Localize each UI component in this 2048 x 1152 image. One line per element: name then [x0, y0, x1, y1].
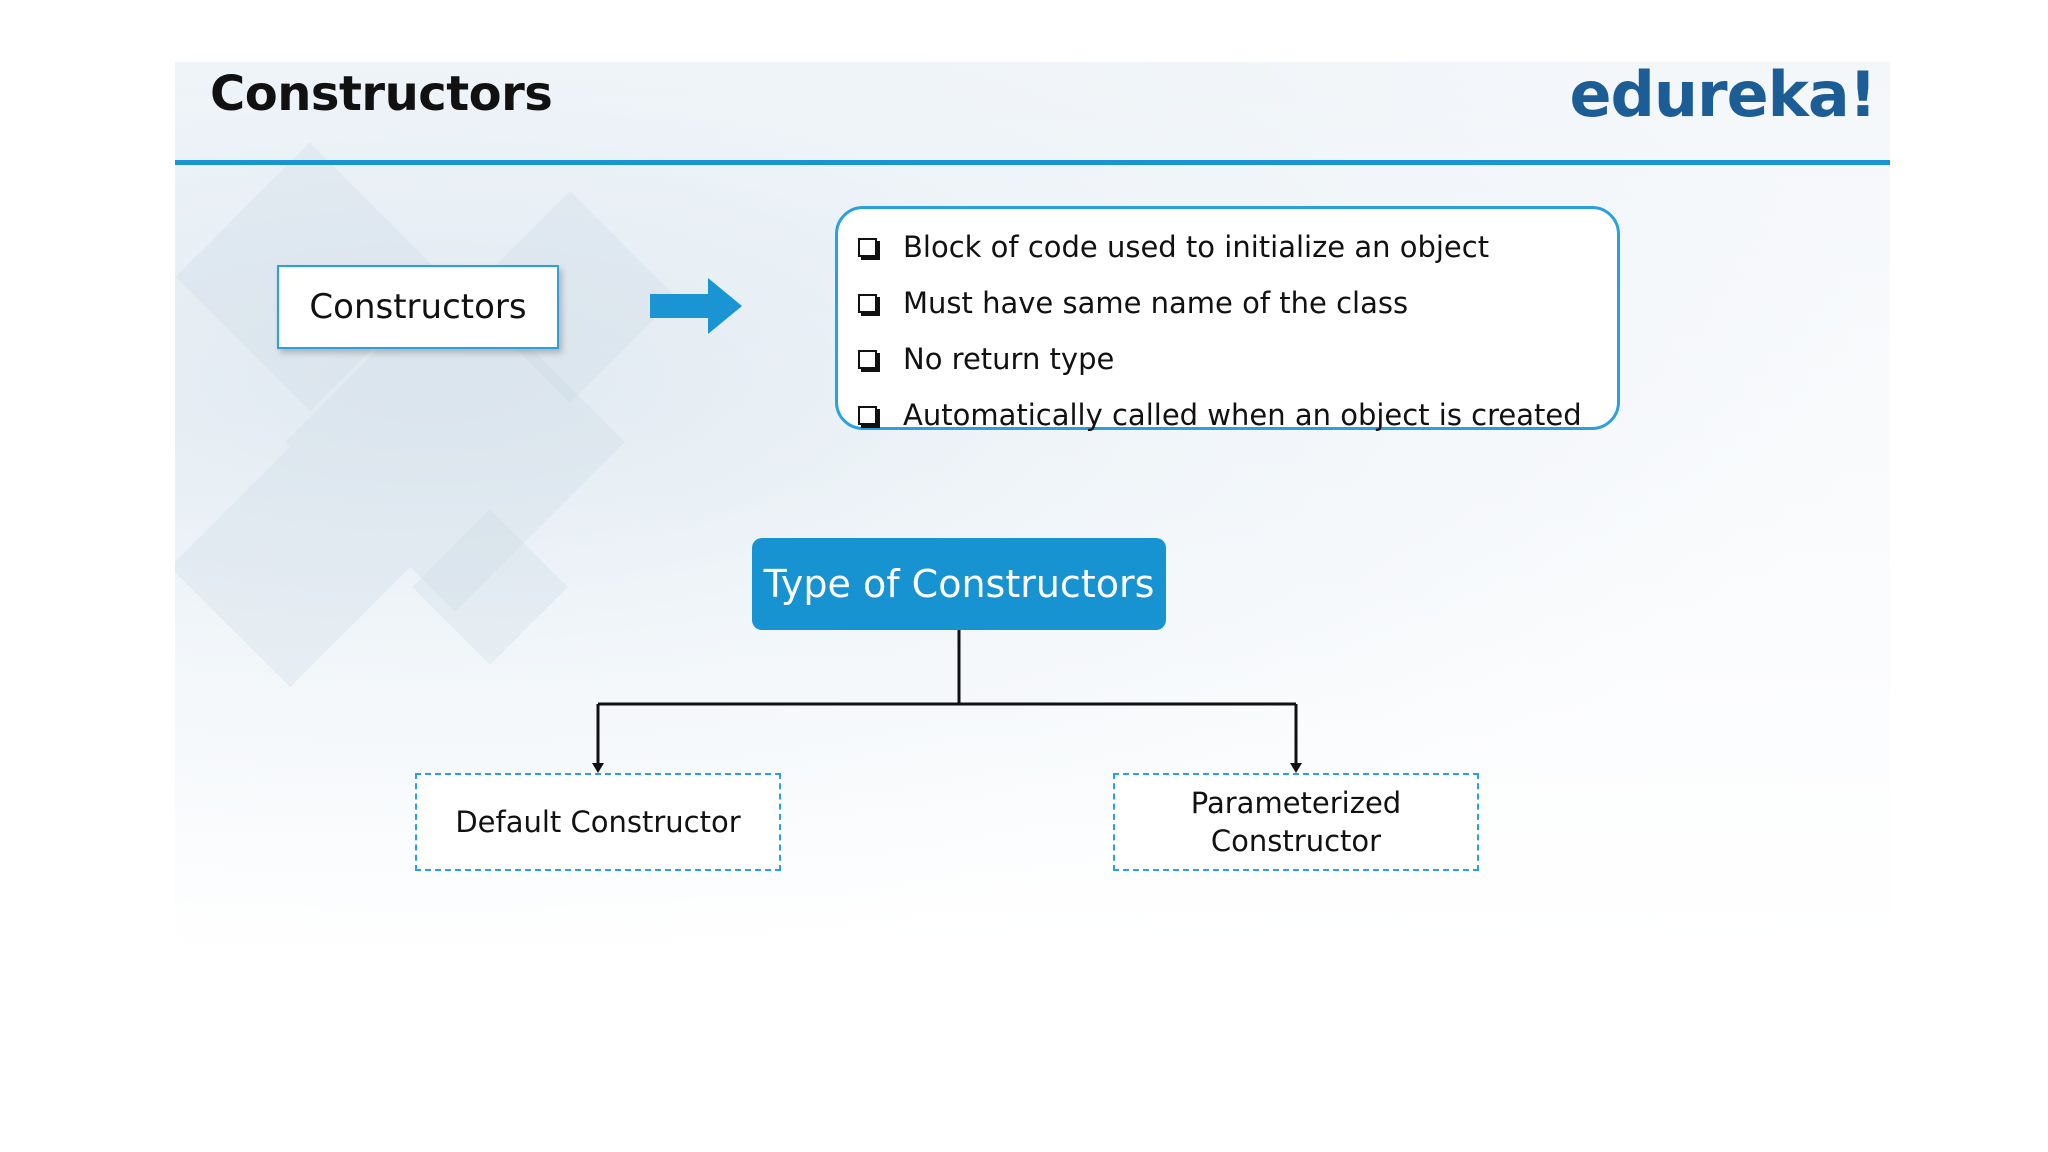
tree-leaf-parameterized-constructor: Parameterized Constructor: [1113, 773, 1479, 871]
header-divider: [175, 160, 1890, 165]
definition-item: No return type: [858, 331, 1617, 387]
definition-text: No return type: [903, 342, 1115, 376]
definition-item: Must have same name of the class: [858, 275, 1617, 331]
edureka-logo: edureka!: [1569, 58, 1877, 131]
tree-leaf-default-constructor: Default Constructor: [415, 773, 781, 871]
definition-item: Block of code used to initialize an obje…: [858, 219, 1617, 275]
definition-text: Automatically called when an object is c…: [903, 398, 1582, 432]
concept-box: Constructors: [277, 265, 559, 349]
definition-text: Block of code used to initialize an obje…: [903, 230, 1490, 264]
checkbox-bullet-icon: [858, 349, 877, 369]
leaf-label: Parameterized Constructor: [1190, 786, 1402, 858]
checkbox-bullet-icon: [858, 405, 877, 425]
checkbox-bullet-icon: [858, 293, 877, 313]
right-arrow-icon: [650, 278, 742, 334]
page-title: Constructors: [210, 66, 553, 122]
tree-root-node: Type of Constructors: [752, 538, 1166, 630]
definition-item: Automatically called when an object is c…: [858, 387, 1617, 443]
definition-text: Must have same name of the class: [903, 286, 1409, 320]
checkbox-bullet-icon: [858, 237, 877, 257]
definition-list: Block of code used to initialize an obje…: [835, 206, 1620, 432]
